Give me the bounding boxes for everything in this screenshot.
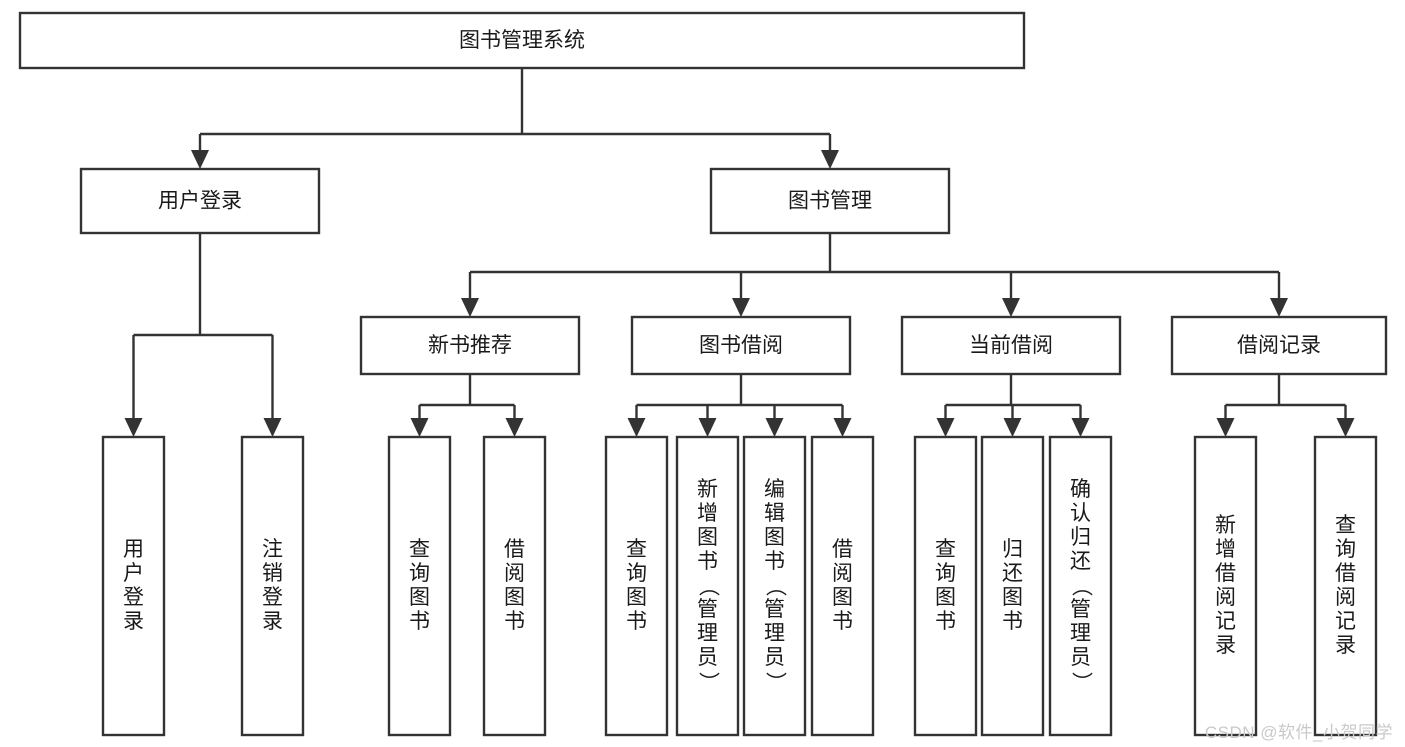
arrowhead-mgr-3 [1270, 298, 1288, 317]
node-leaf-10[interactable] [1048, 435, 1113, 737]
arrowhead-mgr-1 [732, 298, 750, 317]
connector-layer [124, 68, 1355, 437]
arrowhead-group-1-2 [765, 418, 784, 437]
arrowhead-group-2-1 [1003, 418, 1022, 437]
arrowhead-group-3-1 [1336, 418, 1355, 437]
arrowhead-root-1 [821, 150, 839, 169]
node-level3-2[interactable] [900, 315, 1122, 376]
node-root[interactable] [18, 11, 1026, 70]
node-level3-label-1: 图书借阅 [699, 334, 783, 357]
arrowhead-group-2-2 [1071, 418, 1090, 437]
arrowhead-mgr-2 [1002, 298, 1020, 317]
arrowhead-group-1-1 [698, 418, 717, 437]
node-level3-label-0: 新书推荐 [428, 334, 512, 357]
node-leaf-5[interactable] [675, 435, 740, 737]
arrowhead-group-2-0 [936, 418, 955, 437]
arrowhead-group-0-0 [410, 418, 429, 437]
arrowhead-group-0-1 [505, 418, 524, 437]
arrowhead-root-0 [191, 150, 209, 169]
arrowhead-user-1 [263, 418, 282, 437]
arrowhead-user-0 [124, 418, 143, 437]
node-leaf-3[interactable] [482, 435, 547, 737]
node-level3-label-2: 当前借阅 [969, 334, 1053, 357]
node-level2-1[interactable] [709, 167, 951, 235]
watermark-text: CSDN @软件_小贺同学 [1204, 723, 1393, 742]
node-leaf-12[interactable] [1313, 435, 1378, 737]
node-level2-0[interactable] [79, 167, 321, 235]
node-leaf-9[interactable] [980, 435, 1045, 737]
arrowhead-group-1-3 [833, 418, 852, 437]
node-leaf-4[interactable] [604, 435, 669, 737]
node-leaf-11[interactable] [1193, 435, 1258, 737]
node-level2-label-0: 用户登录 [158, 190, 242, 213]
node-leaf-0[interactable] [101, 435, 166, 737]
arrowhead-mgr-0 [461, 298, 479, 317]
node-leaf-8[interactable] [913, 435, 978, 737]
node-box-layer [18, 11, 1388, 737]
node-level3-3[interactable] [1170, 315, 1388, 376]
node-leaf-7[interactable] [810, 435, 875, 737]
arrowhead-group-3-0 [1216, 418, 1235, 437]
node-root-label: 图书管理系统 [459, 29, 585, 52]
node-leaf-1[interactable] [240, 435, 305, 737]
node-level3-0[interactable] [359, 315, 581, 376]
node-level3-label-3: 借阅记录 [1237, 334, 1321, 357]
arrowhead-group-1-0 [627, 418, 646, 437]
node-level3-1[interactable] [630, 315, 852, 376]
node-leaf-6[interactable] [742, 435, 807, 737]
node-leaf-2[interactable] [387, 435, 452, 737]
node-level2-label-1: 图书管理 [788, 190, 872, 213]
